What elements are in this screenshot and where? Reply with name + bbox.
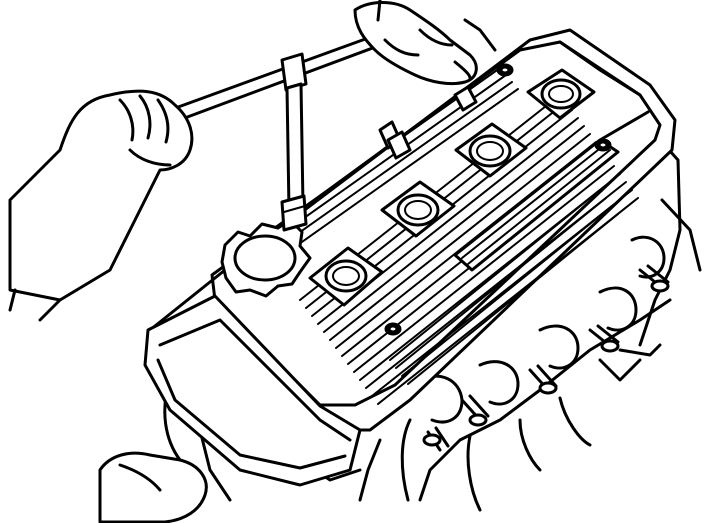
spark-plug-wells (308, 68, 596, 307)
t-handle-wrench (168, 28, 396, 232)
lower-left-hand (98, 451, 208, 523)
cylinder-head-block (163, 138, 702, 512)
oil-filler-cap (220, 218, 312, 298)
cover-bolts (384, 63, 612, 336)
top-right-hand (353, 0, 497, 86)
breather-fittings (378, 85, 478, 160)
left-hand (8, 89, 194, 322)
